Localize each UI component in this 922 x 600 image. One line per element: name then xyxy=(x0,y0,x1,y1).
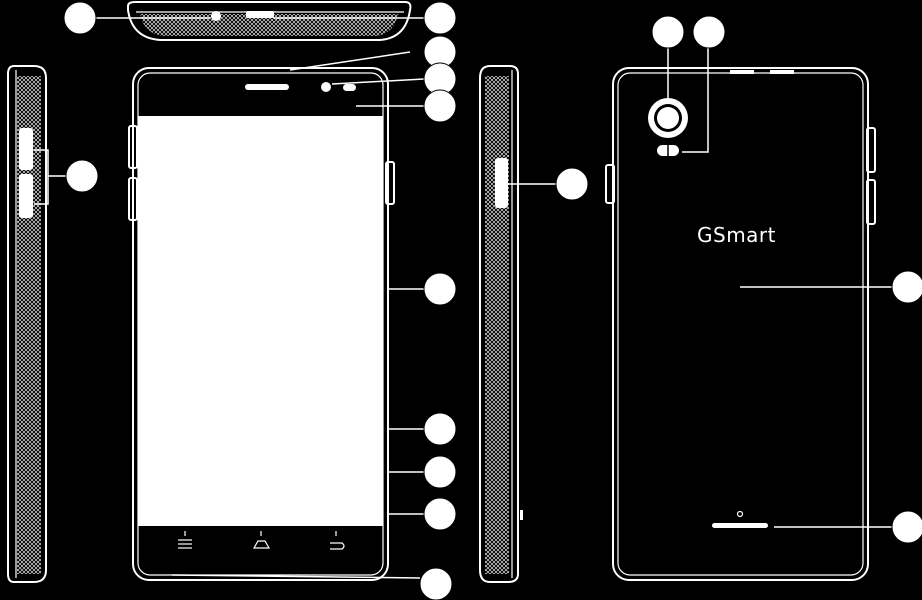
callout-marker xyxy=(692,15,726,49)
callout-marker xyxy=(423,412,457,446)
back-icon xyxy=(330,531,345,550)
power-key xyxy=(246,11,274,18)
volume-down-key xyxy=(19,174,33,218)
callout-marker xyxy=(63,1,97,35)
callout-marker xyxy=(423,497,457,531)
headset-jack xyxy=(211,11,221,21)
back-frame xyxy=(612,67,869,581)
callout-marker xyxy=(555,167,589,201)
callout-marker xyxy=(423,89,457,123)
callout-marker xyxy=(423,272,457,306)
front-camera xyxy=(321,82,331,92)
callout-marker xyxy=(891,270,922,304)
left-side-view xyxy=(7,65,66,583)
front-view xyxy=(128,67,395,581)
volume-up-key xyxy=(19,128,33,170)
earpiece-receiver xyxy=(245,84,289,90)
callout-marker xyxy=(423,1,457,35)
callout-marker xyxy=(423,455,457,489)
light-proximity-sensor xyxy=(343,84,356,91)
rear-microphone xyxy=(736,510,744,518)
callout-leaders xyxy=(96,17,894,579)
callout-bubbles xyxy=(63,1,922,600)
touch-screen xyxy=(138,116,383,526)
callout-marker xyxy=(891,510,922,544)
home-icon xyxy=(252,531,271,549)
back-view xyxy=(605,67,876,581)
menu-icon xyxy=(178,531,192,549)
right-side-view xyxy=(479,65,523,583)
front-frame xyxy=(132,67,389,581)
callout-marker xyxy=(65,159,99,193)
speaker xyxy=(712,523,768,528)
top-edge-view xyxy=(127,1,412,41)
top-edge-texture xyxy=(140,14,398,36)
right-side-texture xyxy=(485,76,509,574)
brand-logo: GSmart xyxy=(697,223,776,247)
callout-marker xyxy=(651,15,685,49)
callout-marker xyxy=(419,567,453,600)
sim-card-slot xyxy=(495,158,508,208)
